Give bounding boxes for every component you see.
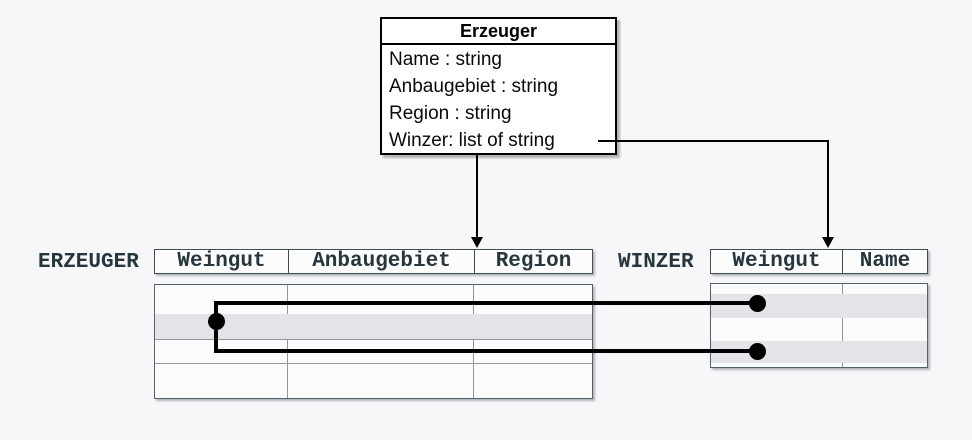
erzeuger-table-label: ERZEUGER <box>38 251 139 274</box>
winzer-attr-connector-horizontal <box>598 140 829 142</box>
relation-line-top <box>214 301 758 305</box>
winzer-attr-connector-vertical <box>827 140 829 238</box>
column-divider <box>473 285 474 398</box>
winzer-header-weingut: Weingut <box>732 250 821 273</box>
erzeuger-header-anbaugebiet: Anbaugebiet <box>288 250 474 273</box>
class-to-erzeuger-arrow-line <box>476 155 478 238</box>
class-attribute-region: Region : string <box>389 103 512 124</box>
erzeuger-header-weingut: Weingut <box>177 250 266 273</box>
relation-endpoint-dot <box>749 295 766 312</box>
arrowhead-down-icon <box>822 237 834 248</box>
winzer-table-body <box>710 283 928 368</box>
erzeuger-header-region: Region <box>474 250 592 273</box>
relation-line-bottom <box>214 349 758 353</box>
column-divider <box>287 285 288 398</box>
shaded-row <box>155 314 592 339</box>
class-attribute-list: Name : string Anbaugebiet : string Regio… <box>382 45 615 154</box>
relation-endpoint-dot <box>208 313 225 330</box>
class-box-erzeuger: Erzeuger Name : string Anbaugebiet : str… <box>380 17 617 155</box>
column-divider <box>842 284 843 367</box>
winzer-table-label: WINZER <box>618 251 694 274</box>
arrowhead-down-icon <box>471 237 483 248</box>
class-title: Erzeuger <box>382 19 615 45</box>
winzer-header-name: Name <box>842 250 927 273</box>
shaded-row <box>711 294 927 318</box>
class-attribute-winzer: Winzer: list of string <box>389 130 555 151</box>
class-attribute-anbaugebiet: Anbaugebiet : string <box>389 76 559 97</box>
row-divider <box>155 339 592 340</box>
row-divider <box>155 363 592 364</box>
erzeuger-header-row: Weingut Anbaugebiet Region <box>154 249 593 274</box>
class-attribute-name: Name : string <box>389 49 502 70</box>
winzer-header-row: Weingut Name <box>710 249 928 274</box>
relation-endpoint-dot <box>749 343 766 360</box>
